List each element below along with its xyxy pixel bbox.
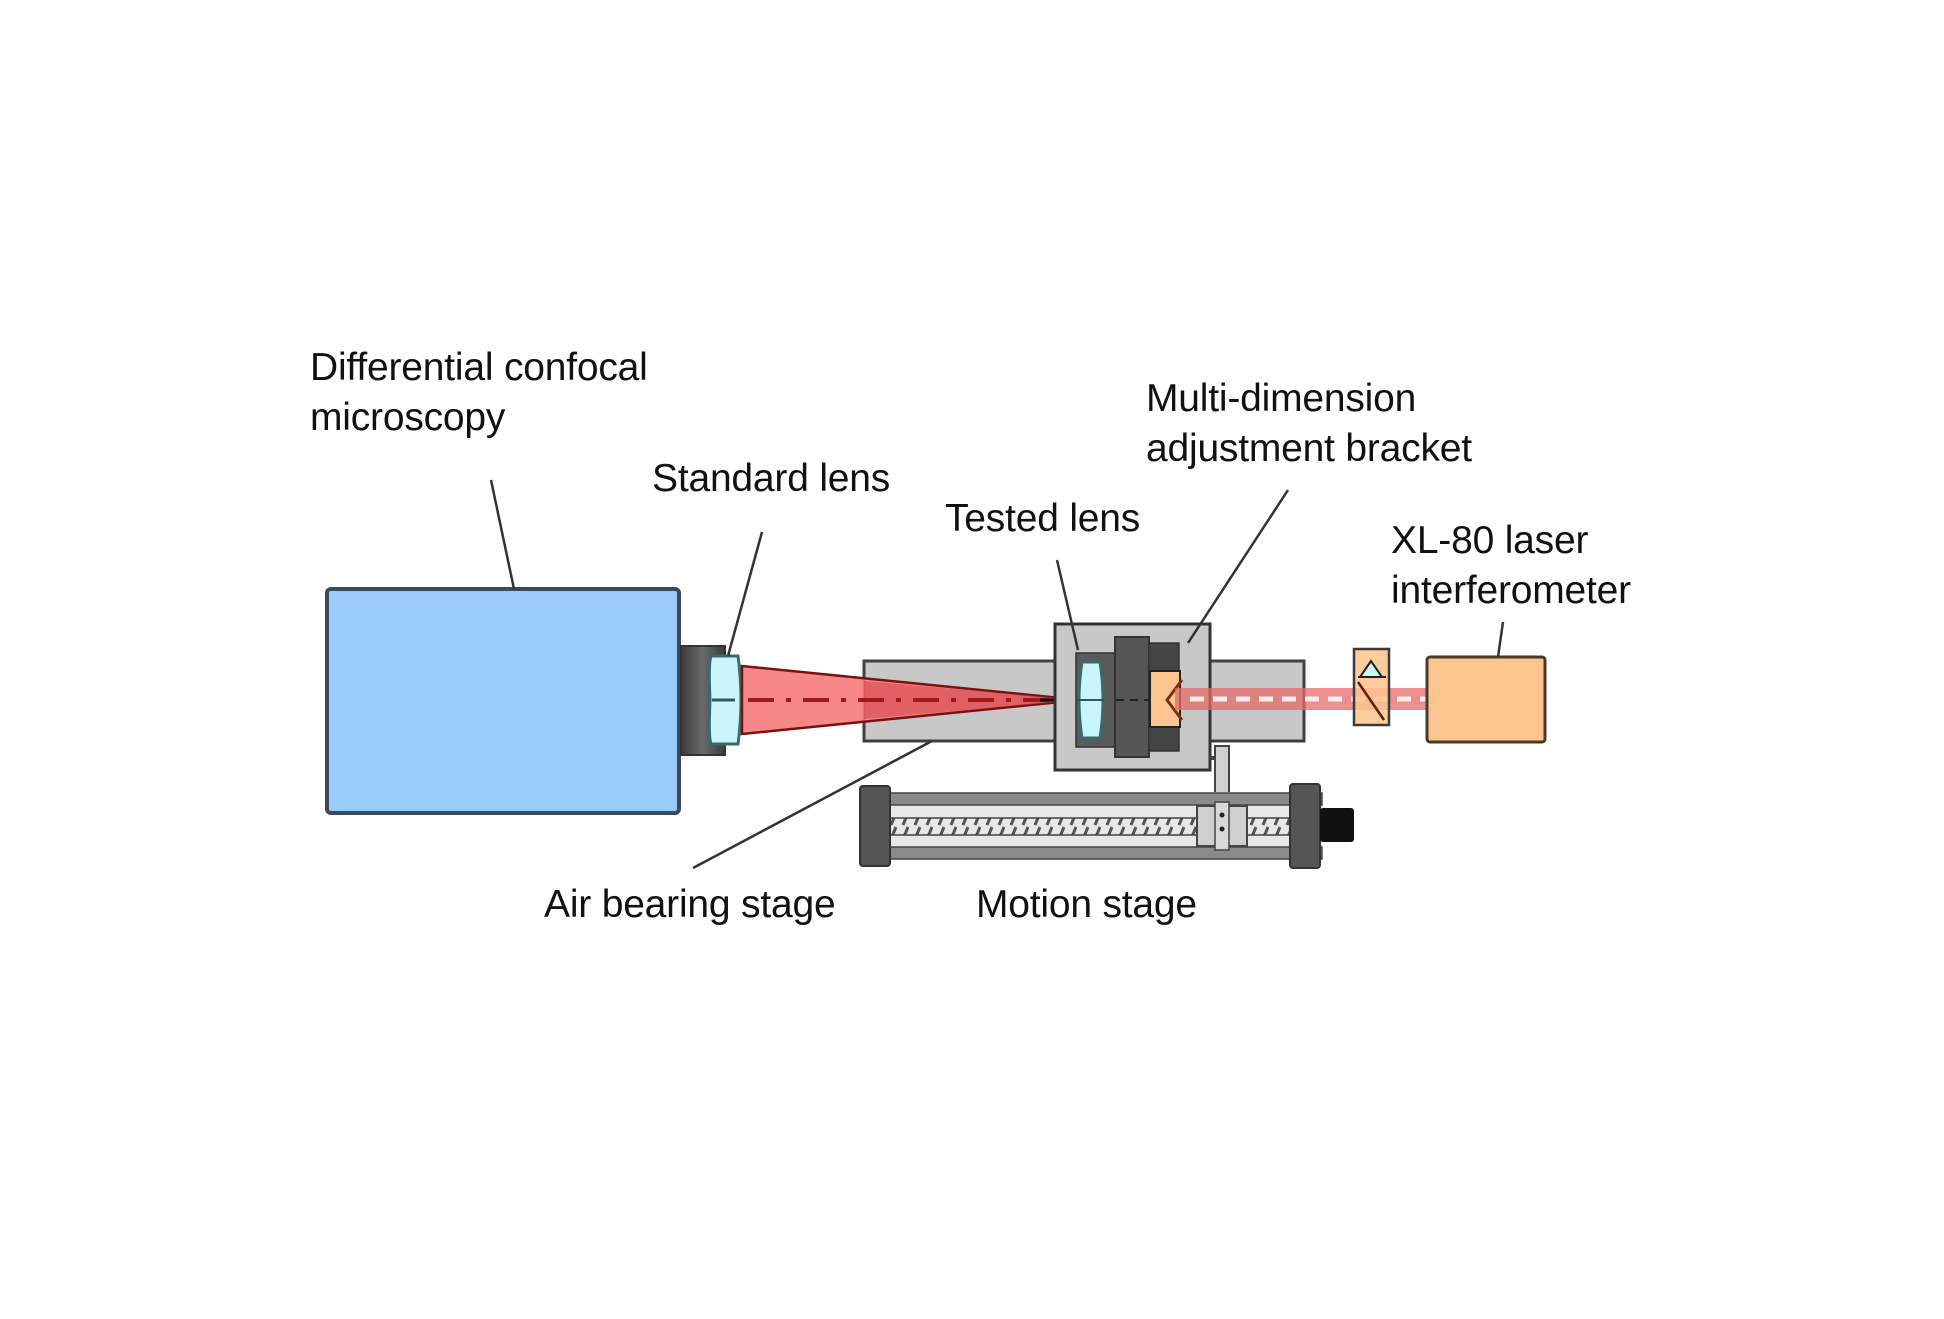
adjustment-bracket	[1053, 622, 1230, 851]
label-motion-stage: Motion stage	[976, 883, 1197, 926]
motion-stage-end-right	[1289, 783, 1321, 869]
focused-beam	[740, 664, 1095, 736]
interferometer-body	[1425, 655, 1547, 744]
leader-lines	[489, 479, 1505, 870]
label-interferometer: XL-80 laser interferometer	[1391, 516, 1631, 616]
label-interferometer-line2: interferometer	[1391, 569, 1631, 612]
carriage-bolt-2	[1219, 826, 1225, 832]
motion-stage-bottom-rail	[869, 846, 1323, 860]
beam-splitter-optic	[1352, 647, 1391, 727]
carriage-post-lower	[1214, 801, 1230, 851]
leader-tested-lens	[1055, 559, 1080, 651]
label-microscope-line1: Differential confocal	[310, 346, 648, 389]
label-interferometer-line1: XL-80 laser	[1391, 519, 1589, 562]
label-microscope-line2: microscopy	[310, 396, 506, 439]
label-tested-lens: Tested lens	[945, 497, 1141, 540]
microscope-body	[325, 587, 681, 815]
label-bracket-line2: adjustment bracket	[1146, 427, 1472, 470]
leader-bracket	[1186, 489, 1290, 644]
label-bracket: Multi-dimension adjustment bracket	[1146, 374, 1472, 474]
motion-stage-end-left	[859, 785, 891, 867]
leader-interferometer	[1496, 621, 1505, 658]
beam-splitter-diagonal	[1356, 681, 1386, 721]
label-air-bearing-stage: Air bearing stage	[544, 883, 836, 926]
label-microscope: Differential confocal microscopy	[310, 343, 648, 443]
stepper-motor	[1320, 808, 1354, 842]
standard-lens	[707, 654, 743, 746]
label-standard-lens: Standard lens	[652, 457, 891, 500]
retroreflector-prism	[1165, 679, 1184, 721]
interferometer-beam	[1175, 688, 1431, 710]
leader-air-bearing	[692, 739, 933, 870]
microscope	[325, 587, 726, 815]
interferometer	[1425, 655, 1547, 744]
leader-standard-lens	[726, 531, 764, 657]
label-bracket-line1: Multi-dimension	[1146, 377, 1417, 420]
bracket-mount-front	[1114, 636, 1150, 758]
carriage-bolt-1	[1219, 812, 1225, 818]
motion-stage	[859, 783, 1354, 869]
leader-microscope	[489, 479, 516, 590]
motion-stage-top-rail	[869, 792, 1323, 806]
